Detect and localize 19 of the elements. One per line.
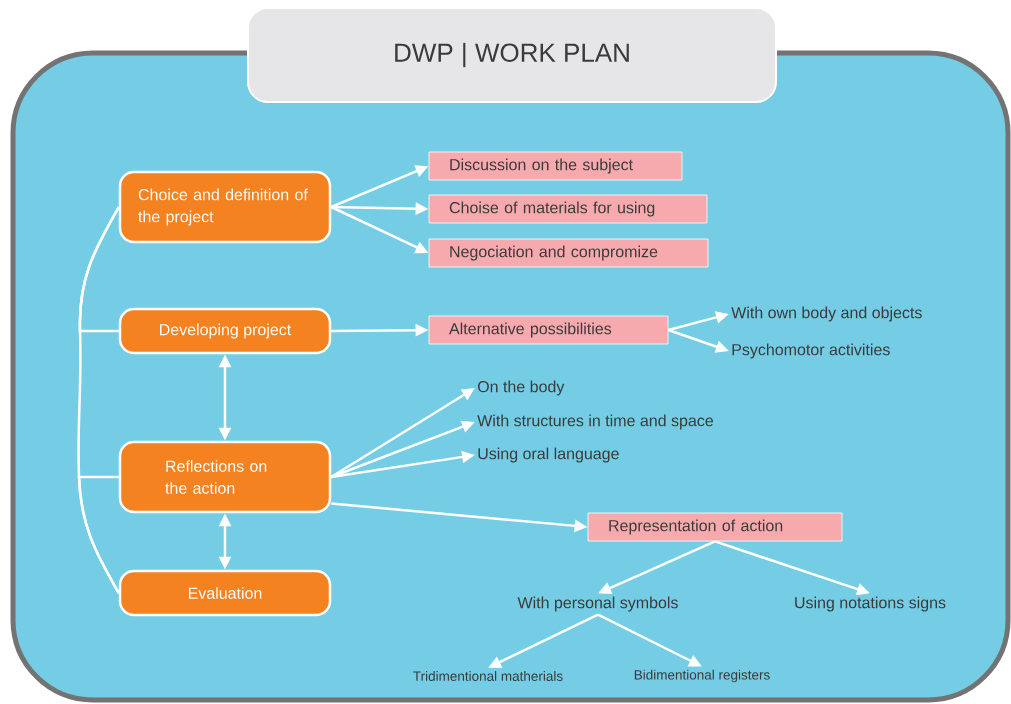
topic-text: With personal symbols xyxy=(517,596,678,612)
topic-text: Bidimentional registers xyxy=(634,669,770,683)
process-box: Reflections on the action xyxy=(118,440,332,514)
topic-text: Tridimentional matherials xyxy=(413,671,563,681)
topic-text: With structures in time and space xyxy=(477,414,713,430)
process-box: Choice and definition of the project xyxy=(118,170,332,244)
process-box: Developing project xyxy=(118,307,332,355)
process-box: Evaluation xyxy=(118,569,332,617)
topic-text: With own body and objects xyxy=(731,306,922,322)
topic-text: Using notations signs xyxy=(795,596,946,612)
topic-box: Choise of materials for using xyxy=(428,194,708,224)
topic-box: Negociation and compromize xyxy=(428,238,709,268)
title-tab: DWP | WORK PLAN xyxy=(247,7,777,103)
topic-box: Alternative possibilities xyxy=(428,315,669,345)
topic-box: Representation of action xyxy=(587,512,843,542)
topic-text: On the body xyxy=(477,380,565,396)
topic-text: Psychomotor activities xyxy=(732,343,890,359)
topic-box: Discussion on the subject xyxy=(428,151,683,181)
topic-text: Using oral language xyxy=(478,447,619,463)
